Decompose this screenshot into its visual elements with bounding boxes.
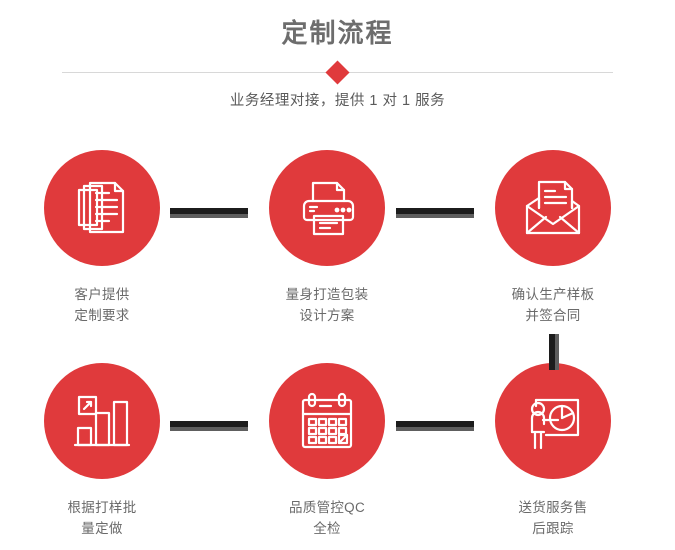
page-header: 定制流程 业务经理对接，提供 1 对 1 服务 xyxy=(0,0,675,130)
step-2-icon-circle xyxy=(269,150,385,266)
process-step-6[interactable]: 送货服务售 后跟踪 xyxy=(463,363,643,539)
step-1-icon-circle xyxy=(44,150,160,266)
connector-step3-step6 xyxy=(549,334,559,370)
step-6-icon-circle xyxy=(495,363,611,479)
connector-step1-step2 xyxy=(170,208,248,218)
connector-shadow xyxy=(170,214,248,218)
connector-bar xyxy=(170,208,248,214)
step-2-label-line1: 量身打造包装 xyxy=(285,287,369,302)
step-4-label: 根据打样批 量定做 xyxy=(12,497,192,539)
page-subtitle: 业务经理对接，提供 1 对 1 服务 xyxy=(229,93,446,109)
step-3-label: 确认生产样板 并签合同 xyxy=(463,284,643,326)
step-5-label: 品质管控QC 全检 xyxy=(237,497,417,539)
step-6-label: 送货服务售 后跟踪 xyxy=(463,497,643,539)
step-1-label-line1: 客户提供 xyxy=(74,287,130,302)
process-step-2[interactable]: 量身打造包装 设计方案 xyxy=(237,150,417,326)
step-5-icon-circle xyxy=(269,363,385,479)
process-step-4[interactable]: 根据打样批 量定做 xyxy=(12,363,192,539)
step-1-label-line2: 定制要求 xyxy=(74,308,130,323)
step-3-label-line1: 确认生产样板 xyxy=(511,287,595,302)
step-6-label-line2: 后跟踪 xyxy=(532,521,574,536)
process-step-1[interactable]: 客户提供 定制要求 xyxy=(12,150,192,326)
step-2-label: 量身打造包装 设计方案 xyxy=(237,284,417,326)
connector-shadow xyxy=(396,214,474,218)
process-steps: 客户提供 定制要求 xyxy=(0,140,675,550)
connector-step4-step5 xyxy=(170,421,248,431)
connector-step2-step3 xyxy=(396,208,474,218)
connector-shadow xyxy=(396,427,474,431)
calendar-icon xyxy=(296,390,358,452)
connector-shadow xyxy=(170,427,248,431)
step-5-label-line2: 全检 xyxy=(313,521,341,536)
presenter-piechart-icon xyxy=(522,390,584,452)
step-4-label-line2: 量定做 xyxy=(81,521,123,536)
envelope-document-icon xyxy=(522,177,584,239)
step-6-label-line1: 送货服务售 xyxy=(518,500,588,515)
printer-icon xyxy=(296,177,358,239)
title-divider xyxy=(62,60,613,85)
step-4-label-line1: 根据打样批 xyxy=(67,500,137,515)
documents-stack-icon xyxy=(71,177,133,239)
bar-chart-growth-icon xyxy=(71,390,133,452)
process-step-3[interactable]: 确认生产样板 并签合同 xyxy=(463,150,643,326)
step-1-label: 客户提供 定制要求 xyxy=(12,284,192,326)
step-2-label-line2: 设计方案 xyxy=(299,308,355,323)
step-5-label-line1: 品质管控QC xyxy=(288,500,366,515)
page-title: 定制流程 xyxy=(281,18,394,48)
connector-bar xyxy=(396,421,474,427)
process-step-5[interactable]: 品质管控QC 全检 xyxy=(237,363,417,539)
connector-bar xyxy=(549,334,555,370)
connector-bar xyxy=(170,421,248,427)
diamond-marker-icon xyxy=(325,60,350,85)
connector-step5-step6 xyxy=(396,421,474,431)
connector-shadow xyxy=(555,334,559,370)
step-4-icon-circle xyxy=(44,363,160,479)
step-3-icon-circle xyxy=(495,150,611,266)
connector-bar xyxy=(396,208,474,214)
step-3-label-line2: 并签合同 xyxy=(525,308,581,323)
